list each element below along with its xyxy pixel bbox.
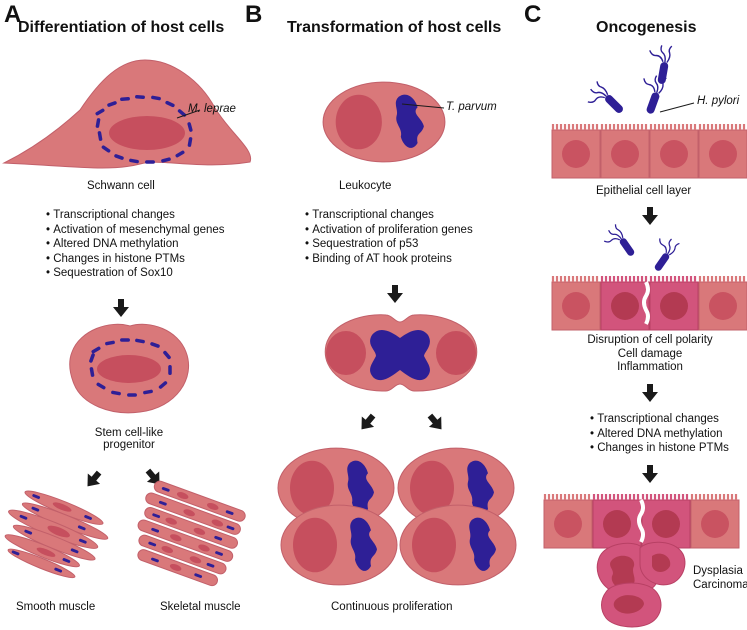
bullet-item: Transcriptional changes [46,208,225,223]
h-pylori-bacteria [581,41,673,125]
bullet-item: Altered DNA methylation [46,237,225,252]
damage-labels: Disruption of cell polarity Cell damage … [587,334,713,373]
arrow-left-b [355,410,380,435]
panel-b-bullets: Transcriptional changes Activation of pr… [305,208,473,267]
arrow-down-c2 [642,384,658,402]
arrow-down-a1 [113,299,129,317]
damaged-epithelium [550,223,747,332]
arrow-right-b [423,410,448,435]
epithelial-layer [550,122,747,180]
bullet-item: Transcriptional changes [305,208,473,223]
bullet-item: Altered DNA methylation [590,427,729,442]
arrow-left-a [81,467,106,492]
bullet-item: Changes in histone PTMs [590,441,729,456]
proliferating-cells [277,447,517,586]
panel-a-bullets: Transcriptional changes Activation of me… [46,208,225,281]
panel-b-letter: B [245,1,263,28]
arrow-down-c3 [642,465,658,483]
m-leprae-label: M. leprae [188,103,236,115]
continuous-proliferation-label: Continuous proliferation [331,601,453,613]
panel-c-title: Oncogenesis [596,19,697,36]
bullet-item: Activation of proliferation genes [305,223,472,238]
schwann-cell-label: Schwann cell [87,180,155,192]
dysplastic-tissue [542,492,741,628]
leukocyte [322,81,446,163]
bullet-item: Binding of AT hook proteins [305,252,473,267]
bullet-item: Changes in histone PTMs [46,252,225,267]
smooth-muscle-label: Smooth muscle [16,601,96,613]
smooth-muscle-cells [4,490,109,579]
leukocyte-label: Leukocyte [339,180,392,192]
dysplasia-carcinoma-label: Dysplasia Carcinoma [693,565,747,591]
dividing-cell [324,314,478,392]
progenitor-label: Stem cell-like progenitor [94,427,164,451]
arrow-down-c1 [642,207,658,225]
bullet-item: Sequestration of Sox10 [46,266,225,281]
t-parvum-label: T. parvum [446,101,497,113]
panel-c-bullets: Transcriptional changes Altered DNA meth… [590,412,729,456]
skeletal-muscle-cells [137,480,246,587]
panel-c-letter: C [524,1,542,28]
panel-a-title: Differentiation of host cells [18,19,225,36]
bullet-item: Sequestration of p53 [305,237,473,252]
panel-b-title: Transformation of host cells [287,19,502,36]
epithelial-layer-label: Epithelial cell layer [596,185,692,197]
skeletal-muscle-label: Skeletal muscle [160,601,241,613]
h-pylori-label: H. pylori [697,95,740,107]
arrow-down-b1 [387,285,403,303]
stem-cell-progenitor [69,323,190,414]
panel-a-letter: A [4,1,22,28]
bullet-item: Activation of mesenchymal genes [46,223,224,238]
bullet-item: Transcriptional changes [590,412,729,427]
